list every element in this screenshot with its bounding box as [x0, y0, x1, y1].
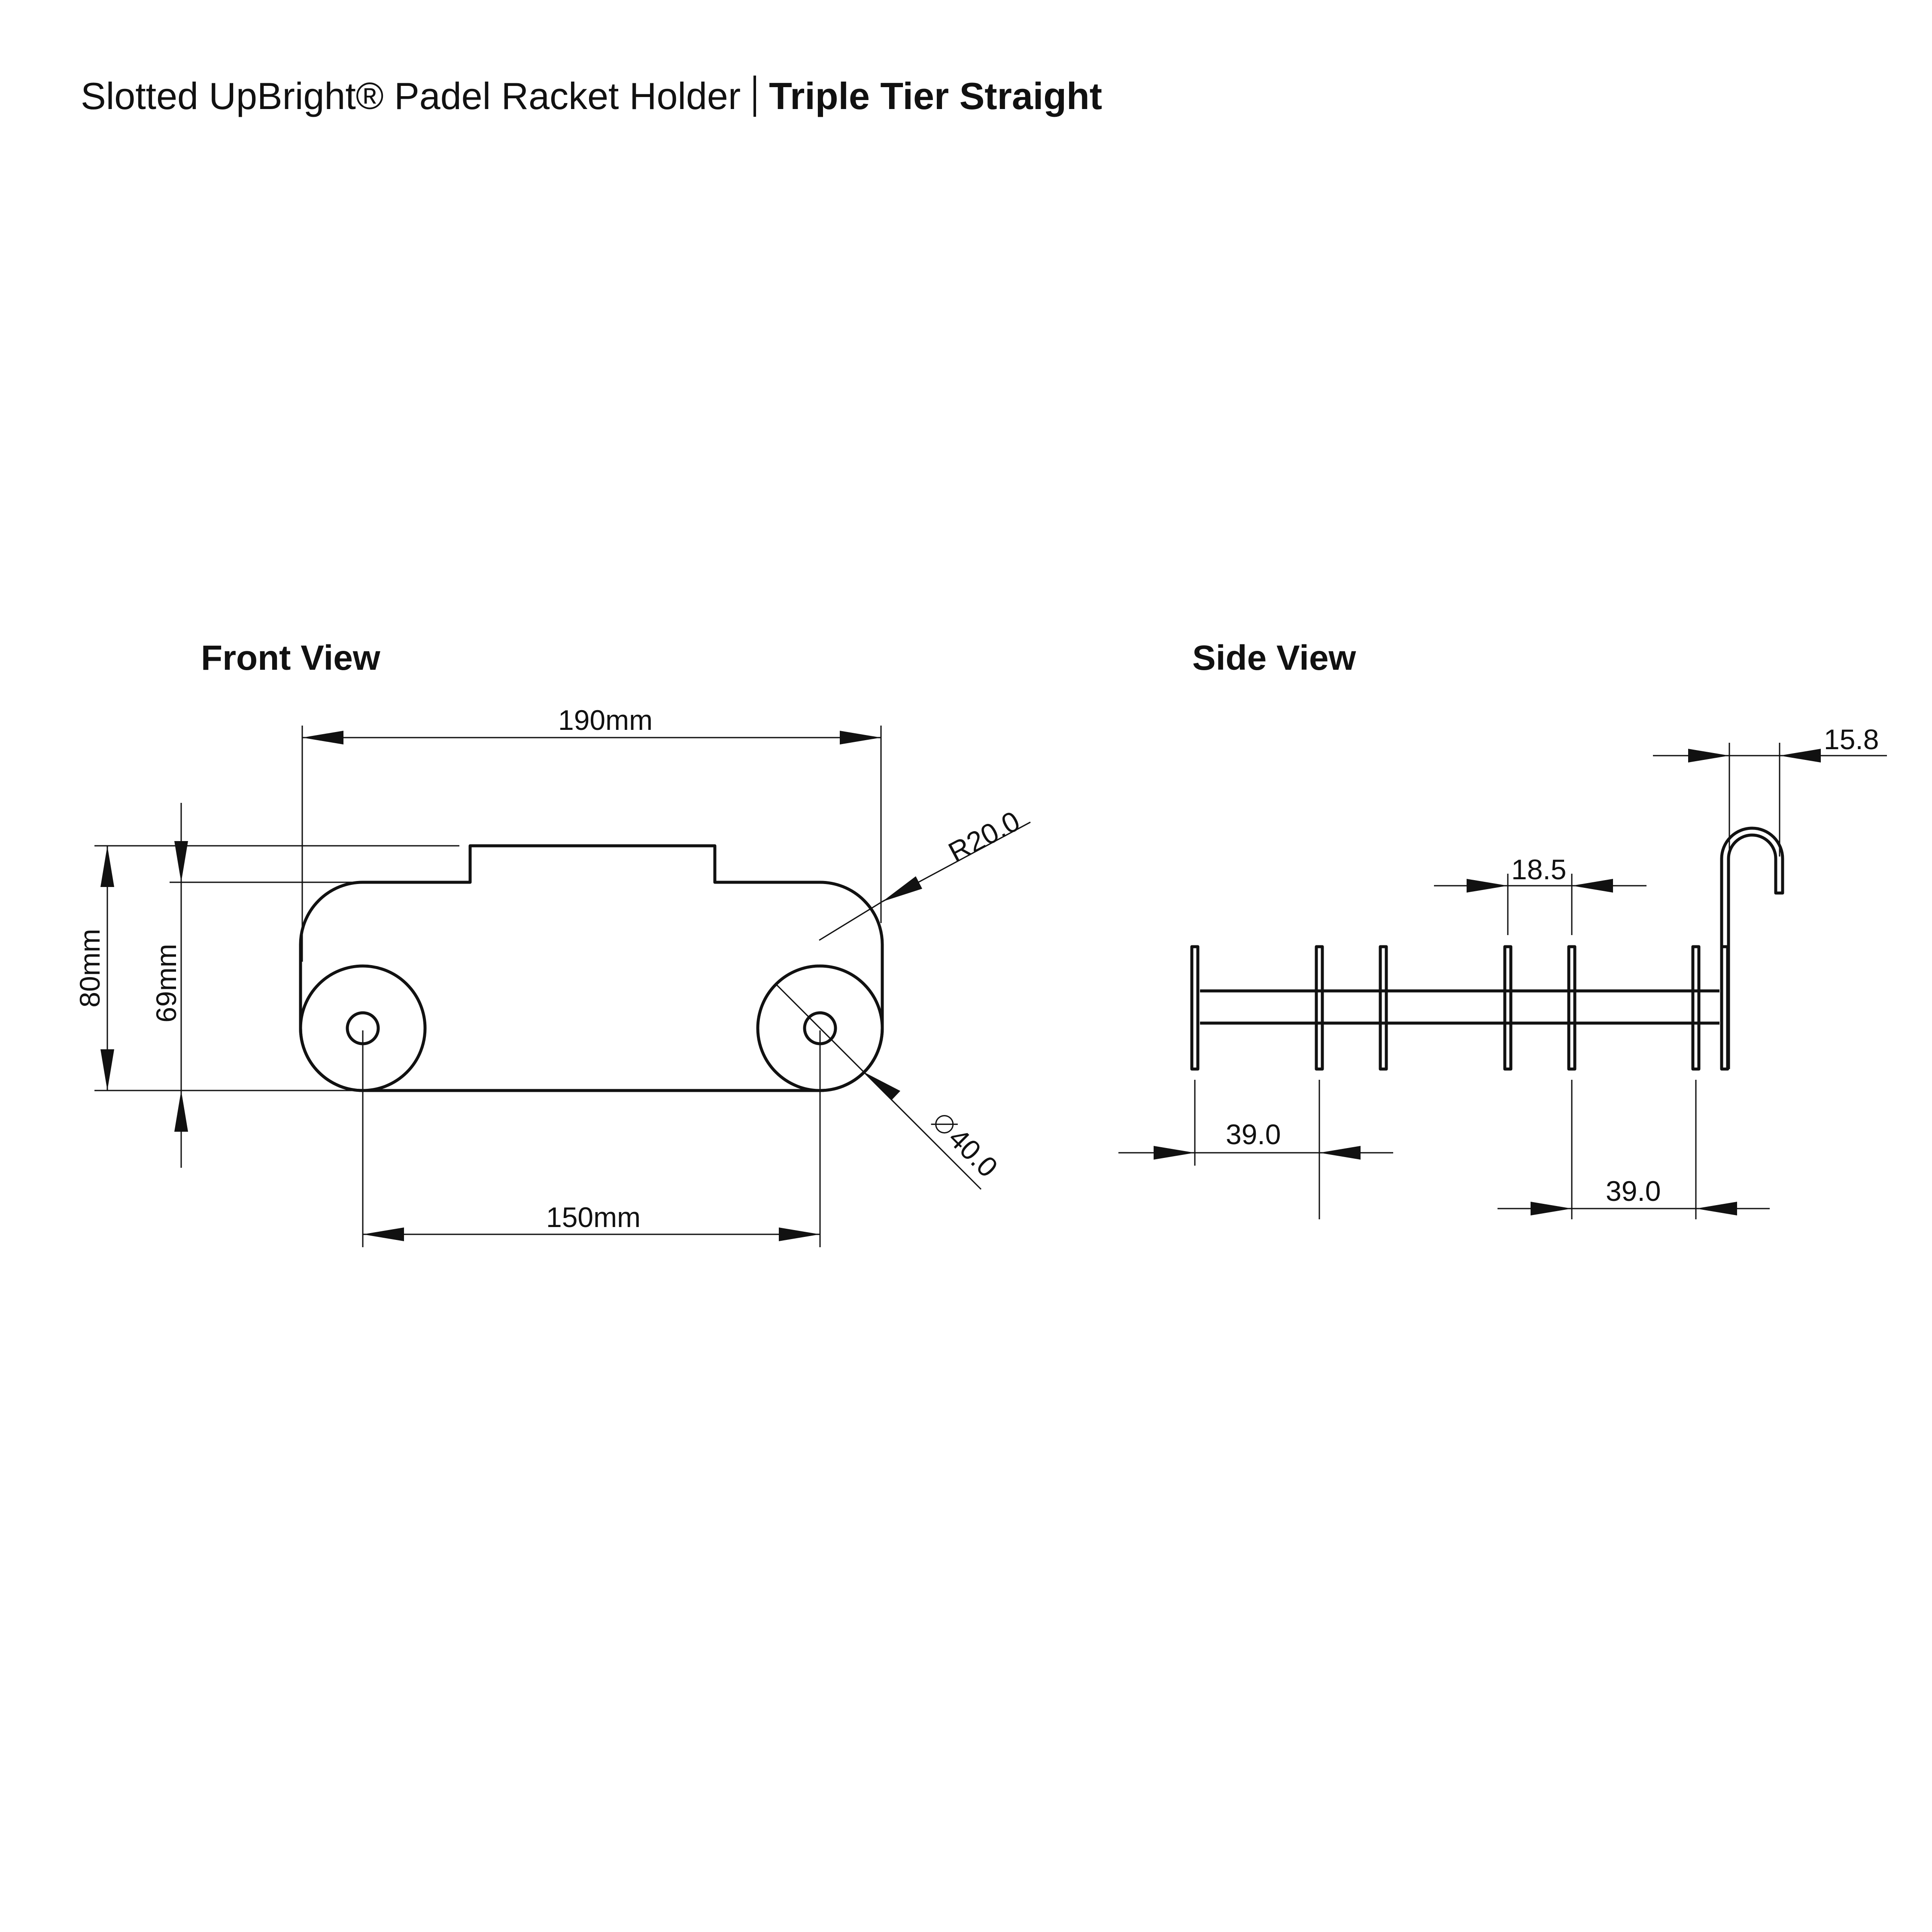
- dim-height-label: 80mm: [74, 929, 106, 1007]
- side-dividers: [1190, 945, 1729, 1071]
- dim-hole-spacing-label: 150mm: [546, 1201, 641, 1233]
- dim-radius-label: R20.0: [943, 805, 1025, 868]
- dim-left-spacing: 39.0: [1118, 1080, 1393, 1219]
- dim-left-spacing-label: 39.0: [1226, 1118, 1281, 1150]
- dim-slot-spacing-label: 18.5: [1511, 854, 1566, 885]
- dim-diameter-label: 40.0: [942, 1122, 1004, 1183]
- diameter-symbol-icon: [935, 1115, 954, 1134]
- divider: [1379, 945, 1388, 1071]
- front-view: Front View 190mm 150mm: [74, 638, 1031, 1247]
- side-hook: [1720, 826, 1784, 1069]
- divider: [1567, 945, 1577, 1071]
- dim-corner-radius: R20.0: [819, 805, 1031, 941]
- dim-width-190: 190mm: [301, 704, 882, 962]
- divider: [1315, 945, 1324, 1071]
- side-view: Side View 15.8: [1118, 638, 1887, 1219]
- front-body-outline: [299, 844, 884, 1092]
- dim-inner-height-69: 69mm: [150, 803, 363, 1168]
- dim-right-spacing-label: 39.0: [1606, 1175, 1661, 1207]
- divider: [1503, 945, 1513, 1071]
- product-name: Slotted UpBright® Padel Racket Holder: [81, 75, 741, 117]
- divider: [1190, 945, 1200, 1071]
- side-view-title: Side View: [1192, 638, 1356, 677]
- dim-inner-height-label: 69mm: [150, 944, 182, 1022]
- divider: [1691, 945, 1701, 1071]
- product-variant: Triple Tier Straight: [769, 75, 1103, 117]
- side-rails: [1200, 989, 1719, 1025]
- title-separator: [753, 76, 756, 117]
- page-title: Slotted UpBright® Padel Racket Holder Tri…: [81, 76, 1102, 117]
- divider: [1720, 945, 1729, 1071]
- dim-hook-width-label: 15.8: [1824, 723, 1879, 755]
- dim-slot-spacing: 18.5: [1434, 854, 1646, 935]
- front-view-title: Front View: [201, 638, 380, 677]
- dim-height-80: 80mm: [74, 845, 459, 1091]
- dim-right-spacing: 39.0: [1498, 1080, 1770, 1219]
- dim-width-label: 190mm: [558, 704, 653, 736]
- dim-hook-width: 15.8: [1653, 723, 1887, 857]
- dim-hole-spacing-150: 150mm: [362, 1030, 821, 1247]
